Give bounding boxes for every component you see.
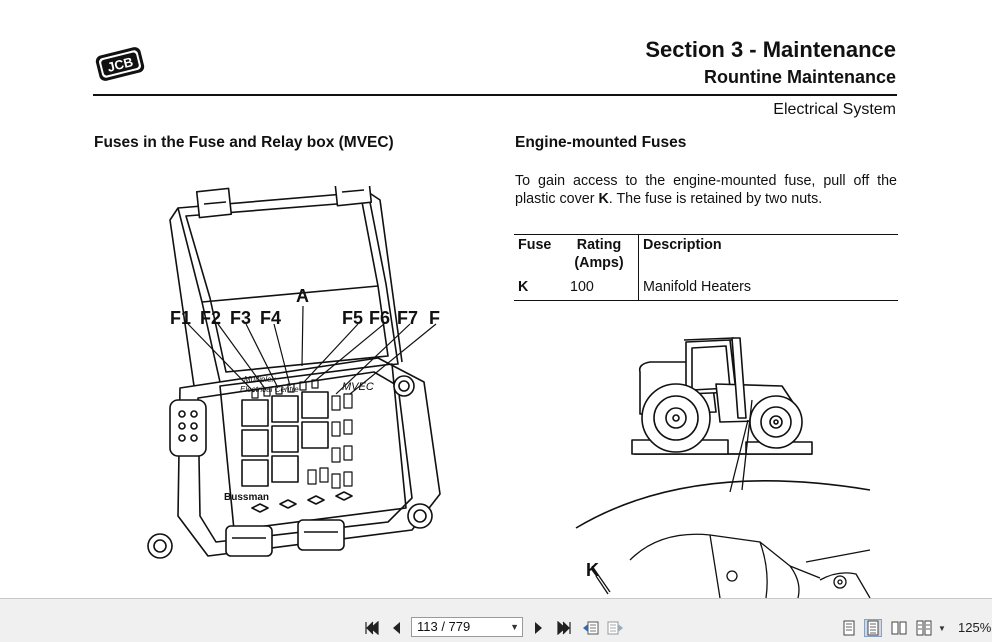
box-label-multiplex: Multiplex: [244, 375, 277, 384]
para-text-2: . The fuse is retained by two nuts.: [608, 191, 823, 207]
single-page-icon: [843, 620, 855, 636]
cell-description: Manifold Heaters: [638, 276, 898, 301]
fuse-box-heading: Fuses in the Fuse and Relay box (MVEC): [94, 134, 394, 151]
next-page-button[interactable]: [530, 619, 548, 637]
last-page-button[interactable]: [555, 619, 573, 637]
topic-label: Electrical System: [773, 101, 896, 118]
document-page: JCB Section 3 - Maintenance Rountine Mai…: [93, 37, 898, 598]
continuous-view-button[interactable]: [864, 619, 882, 637]
para-bold-k: K: [598, 191, 609, 207]
table-row: K 100 Manifold Heaters: [514, 276, 898, 301]
col-description: Description: [638, 234, 898, 276]
facing-view-button[interactable]: [890, 619, 908, 637]
callout-k: K: [586, 560, 599, 580]
box-label-brand: Bussman: [224, 492, 269, 503]
first-page-icon: [365, 621, 379, 635]
view-mode-dropdown[interactable]: ▼: [937, 619, 947, 637]
callout-f3: F3: [230, 308, 251, 328]
back-view-icon: [583, 621, 599, 635]
box-label-electrical: Electrical Centre: [240, 385, 299, 394]
engine-fuses-heading: Engine-mounted Fuses: [515, 134, 687, 151]
tractor-diagram: K: [575, 337, 871, 598]
callout-f7: F7: [397, 308, 418, 328]
forward-view-icon: [607, 621, 623, 635]
col-rating-unit: (Amps): [574, 255, 624, 271]
previous-page-icon: [393, 622, 400, 634]
section-title: Section 3 - Maintenance: [645, 37, 896, 62]
zoom-level[interactable]: 125%: [958, 620, 992, 635]
callout-f: F: [429, 308, 440, 328]
callout-f6: F6: [369, 308, 390, 328]
previous-page-button[interactable]: [387, 619, 405, 637]
facing-pages-icon: [891, 621, 907, 635]
col-rating: Rating (Amps): [560, 235, 639, 277]
para-text-1: To gain access to the engine-mounted fus…: [515, 173, 897, 207]
col-rating-label: Rating: [576, 237, 622, 253]
fuse-table: Fuse Rating (Amps) Description K 100 Mani…: [514, 234, 898, 301]
callout-a: A: [296, 286, 309, 306]
go-back-view-button[interactable]: [582, 619, 600, 637]
continuous-facing-icon: [916, 620, 932, 636]
col-fuse: Fuse: [518, 237, 552, 253]
chevron-down-icon: ▼: [510, 622, 519, 632]
box-label-mvec: MVEC: [342, 381, 374, 393]
next-page-icon: [535, 622, 542, 634]
header-rule: [93, 94, 897, 96]
callout-f2: F2: [200, 308, 221, 328]
callout-f1: F1: [170, 308, 191, 328]
first-page-button[interactable]: [363, 619, 381, 637]
cell-rating: 100: [570, 279, 594, 295]
section-subtitle: Rountine Maintenance: [703, 67, 896, 87]
go-forward-view-button[interactable]: [606, 619, 624, 637]
callout-f4: F4: [260, 308, 281, 328]
callout-f5: F5: [342, 308, 363, 328]
fuse-table-header: Fuse Rating (Amps) Description: [514, 234, 898, 277]
jcb-logo: JCB: [95, 47, 145, 81]
last-page-icon: [557, 621, 571, 635]
page-indicator: 113 / 779: [417, 619, 471, 634]
logo-text: JCB: [106, 54, 135, 75]
continuous-facing-view-button[interactable]: [915, 619, 933, 637]
view-mode-chevron-icon: ▼: [938, 623, 946, 633]
continuous-page-icon: [867, 620, 879, 636]
mvec-fuse-box-diagram: Multiplex Electrical Centre MVEC Bussman…: [147, 186, 441, 559]
cell-fuse: K: [518, 279, 529, 295]
access-instructions: To gain access to the engine-mounted fus…: [515, 172, 897, 208]
single-page-view-button[interactable]: [840, 619, 858, 637]
page-number-select[interactable]: 113 / 779 ▼: [411, 617, 523, 637]
